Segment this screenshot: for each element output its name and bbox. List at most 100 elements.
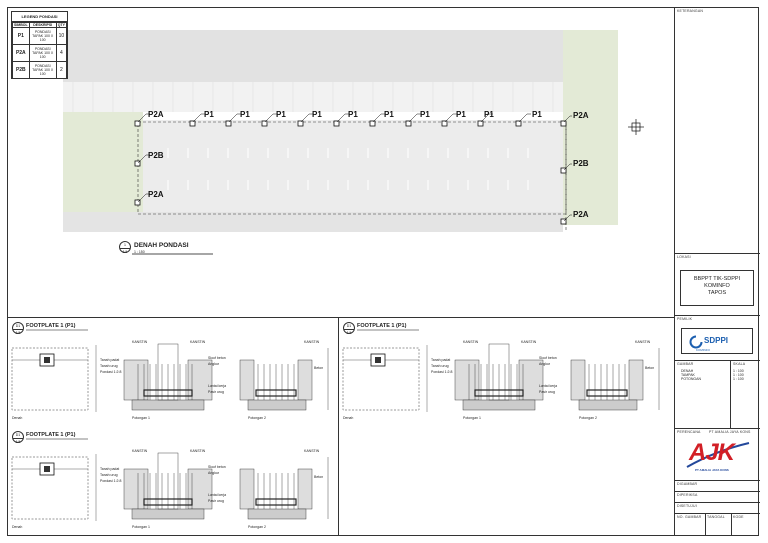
bubble-number: D1 [15,324,21,328]
disetujui-caption: DISETUJUI [677,504,697,508]
legend-desc: PONDASI TAPAK 100 X 100 [28,27,57,45]
annotation: Tanah padat [100,467,120,471]
label-p1: P1 [484,110,494,119]
annotation: Tanah padat [100,358,120,362]
annotation: Pasir urug [539,390,555,394]
ajk-logo-sub: PT AMALIA JAYA KONS [695,468,729,472]
legend-code: P2A [12,44,30,62]
annotation: Pondasi 1:2:8 [431,370,453,374]
footplate-section-drawing [342,329,660,412]
bubble-sheet: 1/4 [13,438,23,445]
detail-reference-bubble: D1 1/4 [12,431,24,445]
annotation: Beton [314,475,324,479]
annotation: Tanah urug [100,473,118,477]
skala-item: 1 : 100 [733,369,744,373]
annotation: Sloof beton [208,356,226,360]
gambar-item: POTONGAN [681,377,701,381]
detail-caption: Potongan 1 [132,416,150,420]
annotation: KANSTIN [132,340,148,344]
plan-title: DENAH PONDASI [134,242,189,249]
detail-title: FOOTPLATE 1 (P1) [26,323,76,329]
divider [730,361,731,429]
detail-title: FOOTPLATE 1 (P1) [357,323,407,329]
annotation: KANSTIN [132,449,148,453]
detail-caption: Denah [343,416,354,420]
disetujui-cell: DISETUJUI [675,502,760,513]
label-p1: P1 [204,110,214,119]
label-p1: P1 [276,110,286,119]
sdppi-logo-text: SDPPI [704,336,729,345]
bubble-sheet: 1/4 [13,329,23,336]
divider [731,514,732,536]
label-p2a: P2A [148,110,164,119]
annotation: Tanah padat [431,358,451,362]
digambar-caption: DIGAMBAR [677,482,698,486]
legend-qty: 4 [55,44,68,62]
gambar-cell: GAMBAR SKALA DENAH TAMPAK POTONGAN 1 : 1… [675,360,760,429]
detail-caption: Potongan 2 [248,525,266,529]
diperiksa-caption: DIPERIKSA [677,493,698,497]
skala-item: 1 : 100 [733,373,744,377]
keterangan-cell: KETERANGAN [675,8,760,253]
annotation: KANSTIN [635,340,651,344]
legend-title: LEGEND PONDASI [12,12,67,22]
footplate-section-drawing [11,438,329,521]
perencana-caption: PERENCANA [677,430,701,434]
gambar-list: DENAH TAMPAK POTONGAN [681,369,701,381]
detail-reference-bubble: D1 1/4 [12,322,24,336]
ajk-logo-text: AJK [689,439,735,466]
annotation: Angkur [208,362,220,366]
annotation: KANSTIN [521,340,537,344]
kode-caption: KODE [733,515,744,519]
bubble-number: D1 [346,324,352,328]
label-p1: P1 [532,110,542,119]
skala-list: 1 : 100 1 : 100 1 : 100 [733,369,744,381]
label-p2a: P2A [573,210,589,219]
lokasi-box: BBPPT TIK-SDPPI KOMINFO TAPOS [680,270,754,306]
annotation: KANSTIN [304,340,320,344]
diperiksa-cell: DIPERIKSA [675,491,760,502]
lokasi-line: KOMINFO [704,283,730,289]
label-p2b: P2B [573,159,589,168]
footplate-section-drawing [11,329,329,412]
detail-caption: Denah [12,525,23,529]
ajk-logo: AJK PT AMALIA JAYA KONS [685,437,751,475]
divider [705,514,706,536]
legend-code: P2B [12,61,30,79]
perencana-name: PT AMALIA JAYA KONS [709,430,751,434]
annotation: Beton [314,366,324,370]
label-p1: P1 [420,110,430,119]
annotation: KANSTIN [190,340,206,344]
legend-desc: PONDASI TAPAK 100 X 100 [28,61,57,79]
label-p1: P1 [456,110,466,119]
detail-title: FOOTPLATE 1 (P1) [26,432,76,438]
label-p1: P1 [348,110,358,119]
no-gambar-caption: NO. GAMBAR [677,515,702,519]
label-p2a: P2A [148,190,164,199]
bubble-number: 1 [124,243,126,247]
annotation: KANSTIN [463,340,479,344]
legend-desc: PONDASI TAPAK 100 X 100 [28,44,57,62]
gambar-caption: GAMBAR [677,362,694,366]
skala-item: 1 : 100 [733,377,744,381]
annotation: Lantai kerja [208,493,227,497]
ajk-swoosh-icon [686,442,750,468]
label-p1: P1 [384,110,394,119]
pemilik-caption: PEMILIK [677,317,693,321]
detail-caption: Potongan 1 [463,416,481,420]
annotation: Pasir urug [208,390,224,394]
gambar-item: DENAH [681,369,694,373]
label-p2b: P2B [148,151,164,160]
detail-footplate: D1 1/4 FOOTPLATE 1 (P1) [8,429,338,533]
north-arrow-icon [628,119,644,135]
detail-caption: Denah [12,416,23,420]
detail-caption: Potongan 2 [579,416,597,420]
legend-code: P1 [12,27,30,45]
perencana-cell: PERENCANA PT AMALIA JAYA KONS AJK PT AMA… [675,428,760,480]
annotation: Lantai kerja [539,384,558,388]
lokasi-caption: LOKASI [677,255,691,259]
detail-reference-bubble: D1 1/4 [343,322,355,335]
lokasi-line: BBPPT TIK-SDPPI [693,276,741,282]
keterangan-caption: KETERANGAN [677,9,704,13]
title-block: KETERANGAN LOKASI BBPPT TIK-SDPPI KOMINF… [674,8,760,536]
